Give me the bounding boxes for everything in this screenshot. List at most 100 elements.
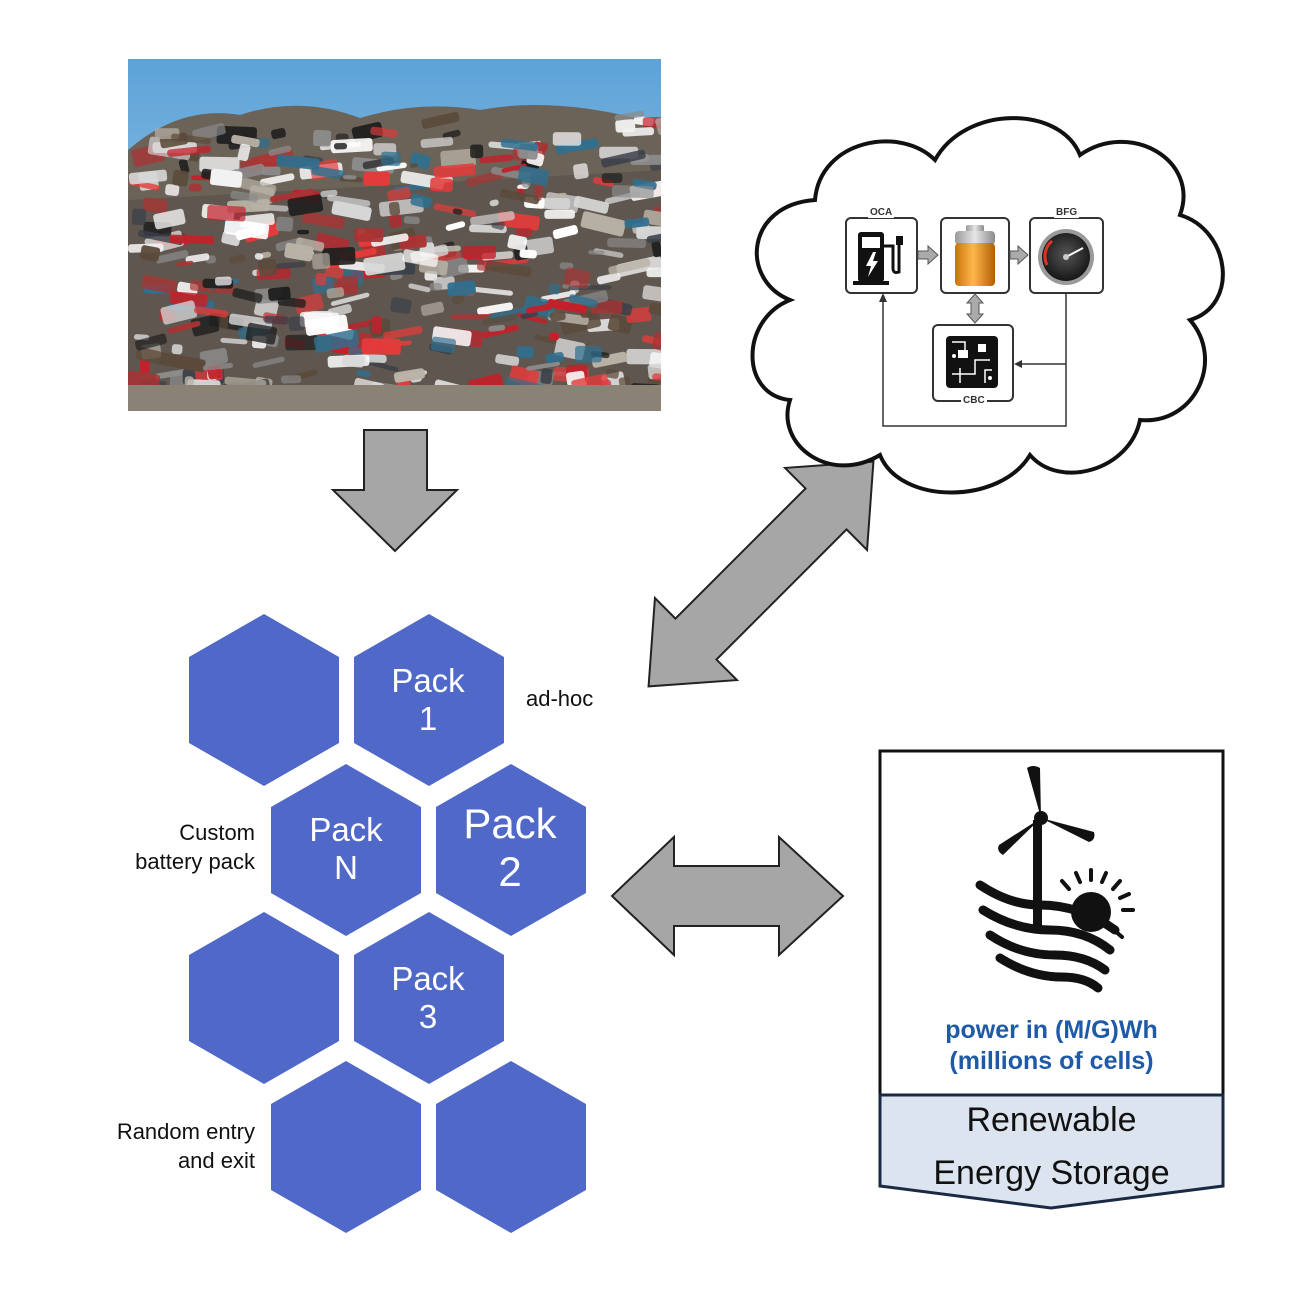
pack3-number: 3 (418, 997, 438, 1035)
scrap-piece (573, 195, 609, 214)
scrap-piece (267, 286, 291, 301)
storage-caption-line1: power in (M/G)Wh (945, 1016, 1158, 1044)
scrap-piece (516, 345, 534, 359)
scrap-piece (342, 354, 365, 368)
cloud-block-diagram (845, 217, 1104, 427)
scrap-piece (232, 288, 263, 303)
scrap-piece (580, 211, 626, 237)
scrap-piece (370, 233, 409, 247)
scrap-piece (495, 354, 520, 367)
scrap-piece (326, 287, 345, 299)
scrap-piece (477, 302, 514, 316)
scrap-piece (366, 354, 387, 363)
scrap-piece (596, 272, 621, 285)
scrap-piece (420, 136, 454, 149)
scrap-piece (547, 298, 587, 314)
scrap-piece (342, 175, 357, 180)
scrap-piece (172, 169, 189, 187)
scrap-piece (219, 314, 229, 330)
scrap-piece (370, 126, 398, 138)
hex-pack-n (271, 764, 421, 936)
scrap-piece (128, 370, 161, 390)
scrap-piece (270, 188, 315, 203)
scrap-piece (517, 165, 550, 186)
scrap-piece (167, 145, 212, 157)
scrap-piece (646, 267, 661, 278)
scrap-piece (388, 213, 403, 229)
scrap-piece (420, 301, 445, 316)
scrap-piece (646, 233, 661, 244)
scrap-piece (324, 265, 344, 279)
scrap-piece (202, 362, 234, 371)
scrap-piece (285, 334, 318, 351)
scrap-piece (327, 194, 371, 207)
scrap-piece (184, 376, 194, 387)
scrap-piece (450, 314, 488, 320)
scrap-piece (160, 300, 198, 325)
pack1-label: Pack 1 (366, 662, 490, 738)
scrap-piece (361, 338, 401, 355)
scrap-piece (288, 316, 305, 332)
scrap-piece (237, 143, 251, 162)
scrap-piece (245, 322, 278, 345)
scrap-piece (575, 345, 602, 363)
scrap-piece (276, 154, 320, 171)
oca-label: OCA (868, 207, 895, 218)
scrap-piece (470, 144, 484, 159)
scrap-piece (209, 168, 243, 188)
scrap-piece (550, 311, 566, 322)
scrap-piece (489, 199, 499, 207)
scrap-piece (264, 315, 289, 325)
scrap-piece (199, 347, 229, 367)
packN-number: N (334, 848, 358, 886)
scrap-piece (642, 285, 661, 303)
random-line1: Random entry (116, 1119, 255, 1144)
scrap-piece (342, 319, 375, 332)
scrap-piece (193, 306, 229, 318)
pack1-number: 1 (418, 699, 438, 737)
scrap-piece (224, 218, 270, 240)
scrap-piece (614, 110, 645, 121)
scrap-piece (481, 313, 518, 326)
storage-caption-line2: (millions of cells) (949, 1047, 1154, 1076)
scrap-piece (409, 163, 418, 168)
hex-pack-2 (436, 764, 586, 936)
scrap-piece (287, 194, 324, 217)
scrap-piece (651, 240, 661, 258)
scrap-piece (607, 237, 646, 249)
scrap-piece (553, 192, 567, 198)
scrap-piece (402, 249, 439, 268)
scrap-piece (429, 177, 454, 192)
scrap-piece (652, 373, 661, 381)
battery-to-bfg-arrow (1009, 244, 1029, 266)
scrap-piece (259, 173, 295, 186)
scrap-piece (168, 320, 201, 334)
cloud-shape (750, 116, 1225, 495)
scrap-piece (383, 326, 423, 340)
scrap-piece (393, 368, 425, 383)
scrap-piece (311, 252, 331, 270)
scrap-piece (139, 245, 161, 262)
scrap-piece (540, 368, 553, 385)
pack2-word: Pack (463, 800, 557, 847)
scrap-piece (525, 303, 553, 314)
scrap-piece (624, 217, 650, 229)
scrap-piece (254, 253, 264, 260)
hex-empty-bottom-left (271, 1061, 421, 1233)
battery-icon (955, 225, 995, 286)
hex-pack-1 (354, 614, 504, 786)
scrap-piece (206, 204, 246, 222)
scrap-piece (605, 368, 619, 379)
hex-pack-3 (354, 912, 504, 1084)
scrap-piece (170, 291, 208, 307)
scrap-piece (312, 129, 332, 147)
scrap-piece (229, 254, 246, 265)
scrap-piece (626, 348, 661, 365)
scrap-piece (500, 188, 540, 205)
scrap-piece (549, 332, 559, 341)
scrap-piece (141, 274, 178, 295)
scrap-piece (408, 283, 431, 293)
storage-box (878, 749, 1225, 1210)
adhoc-label: ad-hoc (526, 686, 594, 711)
